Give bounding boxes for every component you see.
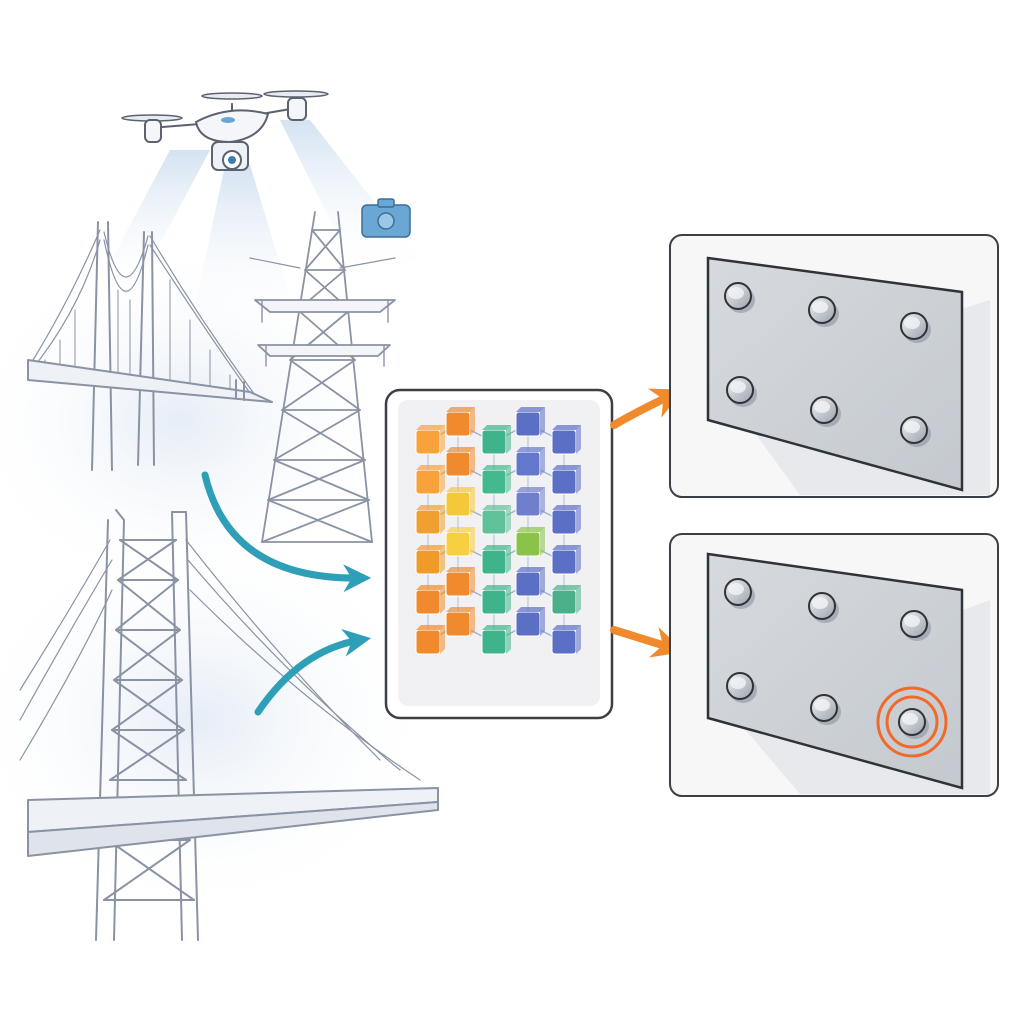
- network-node-cube: [515, 567, 545, 597]
- network-node-cube: [415, 465, 445, 495]
- bolt: [810, 396, 841, 427]
- network-node-cube: [551, 425, 581, 455]
- steel-plate: [706, 552, 964, 790]
- camera-icon: [361, 198, 411, 238]
- bolt: [898, 708, 929, 739]
- network-node-cube: [415, 545, 445, 575]
- bolt: [808, 592, 839, 623]
- network-node-cube: [445, 487, 475, 517]
- network-node-cube: [551, 585, 581, 615]
- bolt: [726, 376, 757, 407]
- network-node-cube: [481, 465, 511, 495]
- bolt: [900, 416, 931, 447]
- bolt: [900, 312, 931, 343]
- bolt-group: [724, 578, 931, 739]
- network-node-cube: [445, 527, 475, 557]
- network-node-cube: [551, 465, 581, 495]
- network-node-cube: [415, 625, 445, 655]
- transmission-tower: [249, 211, 396, 543]
- teal-input-arrow-upper: [201, 471, 372, 593]
- network-node-cube: [551, 625, 581, 655]
- network-node-cube: [445, 447, 475, 477]
- network-node-cube: [515, 407, 545, 437]
- bolt: [724, 282, 755, 313]
- network-node-cube: [481, 585, 511, 615]
- bolt-group: [724, 282, 931, 447]
- network-node-cube: [515, 527, 545, 557]
- network-node-cube: [481, 625, 511, 655]
- network-node-cube: [415, 585, 445, 615]
- network-node-cube: [445, 567, 475, 597]
- teal-input-arrow-lower: [254, 628, 372, 716]
- bolt: [900, 610, 931, 641]
- defect-marker: [876, 686, 948, 758]
- network-node-cube: [515, 447, 545, 477]
- orange-output-arrow-upper: [610, 388, 684, 429]
- bolt: [810, 694, 841, 725]
- network-node-cube: [445, 407, 475, 437]
- network-node-cube: [481, 425, 511, 455]
- orange-output-arrow-lower: [610, 626, 685, 658]
- background-haze-lower: [0, 520, 440, 920]
- network-node-cube: [515, 607, 545, 637]
- suspension-bridge-upper: [27, 221, 273, 471]
- network-node-cube: [481, 545, 511, 575]
- network-node-cube: [415, 505, 445, 535]
- bolt: [808, 296, 839, 327]
- network-node-cube: [515, 487, 545, 517]
- model-panel: [384, 388, 614, 720]
- bolt: [724, 578, 755, 609]
- network-node-cube: [551, 505, 581, 535]
- output-panel-normal: [669, 234, 999, 498]
- drone-icon: [121, 90, 329, 171]
- network-node-cube: [415, 425, 445, 455]
- network-nodes: [415, 407, 581, 655]
- network-node-cube: [445, 607, 475, 637]
- steel-plate: [706, 256, 964, 492]
- output-panel-defect: [669, 533, 999, 797]
- bolt: [726, 672, 757, 703]
- network-node-cube: [551, 545, 581, 575]
- drone-scan-beams: [90, 120, 420, 330]
- background-haze: [0, 240, 400, 600]
- network-node-cube: [481, 505, 511, 535]
